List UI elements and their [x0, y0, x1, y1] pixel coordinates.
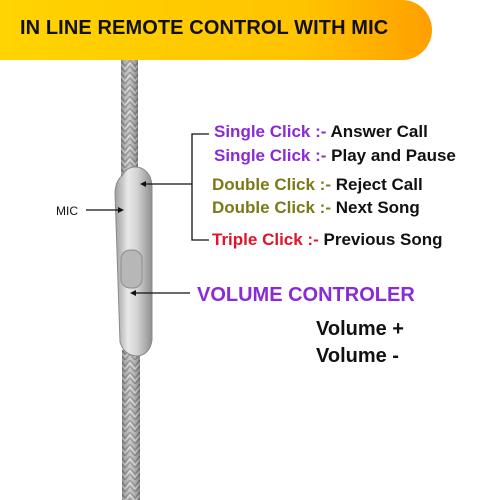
click-row-5: Triple Click :- Previous Song [212, 230, 443, 250]
click-trigger: Double Click :- [212, 198, 332, 217]
click-row-2: Single Click :- Play and Pause [214, 146, 456, 166]
click-action: Reject Call [335, 175, 423, 194]
volume-down-label: Volume - [316, 345, 399, 367]
click-action: Play and Pause [331, 146, 456, 165]
click-trigger: Triple Click :- [212, 230, 319, 249]
volume-button [120, 249, 143, 289]
mic-pointer [86, 207, 124, 213]
cable-upper [121, 60, 138, 182]
click-row-4: Double Click :- Next Song [212, 198, 420, 218]
click-action: Answer Call [330, 122, 428, 141]
remote-body [114, 166, 153, 357]
click-row-1: Single Click :- Answer Call [214, 122, 428, 142]
volume-pointer [130, 290, 190, 296]
volume-title: VOLUME CONTROLER [197, 284, 415, 306]
click-action: Previous Song [323, 230, 443, 249]
title-banner: IN LINE REMOTE CONTROL WITH MIC [0, 0, 432, 60]
click-row-3: Double Click :- Reject Call [212, 175, 423, 195]
cable-lower [122, 350, 140, 500]
mic-label: MIC [56, 204, 78, 218]
click-trigger: Double Click :- [212, 175, 332, 194]
click-bracket [140, 133, 209, 241]
click-trigger: Single Click :- [214, 122, 327, 141]
banner-title: IN LINE REMOTE CONTROL WITH MIC [20, 17, 389, 39]
click-trigger: Single Click :- [214, 146, 327, 165]
volume-up-label: Volume + [316, 318, 404, 340]
click-action: Next Song [335, 198, 420, 217]
